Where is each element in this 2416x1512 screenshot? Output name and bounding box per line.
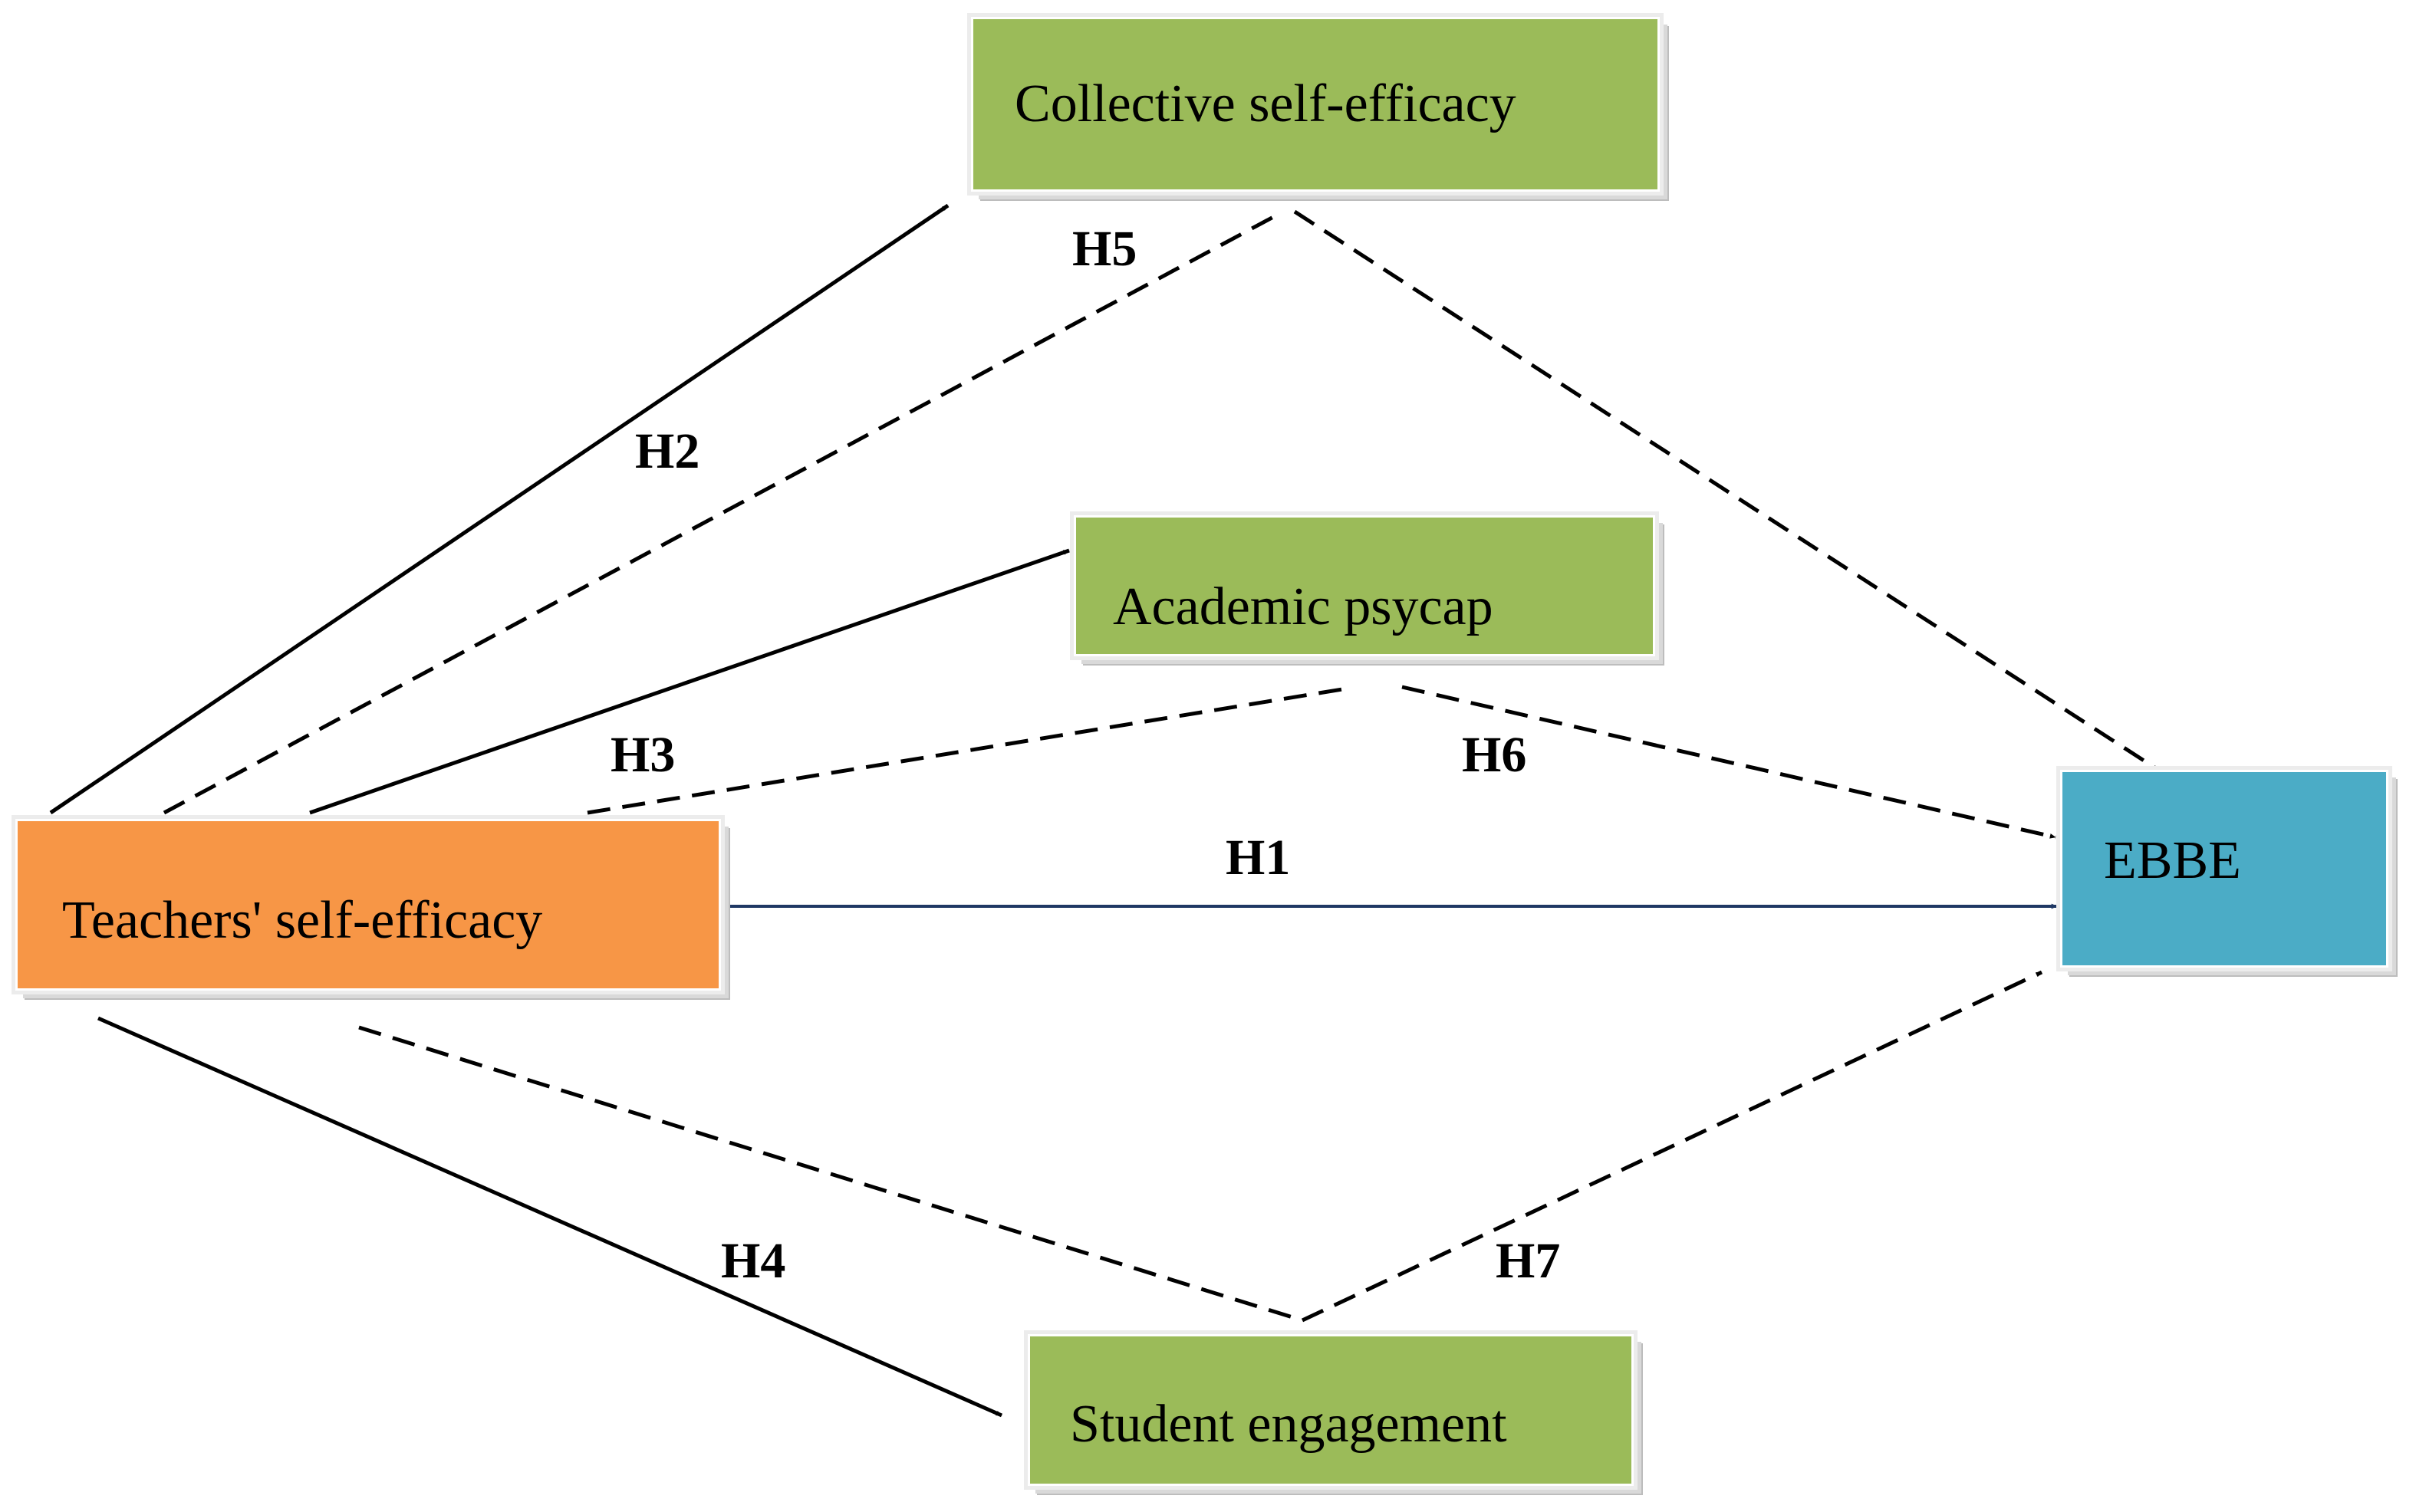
teachers-self-efficacy-box: Teachers' self-efficacy	[15, 819, 721, 991]
h6-dashed-in	[587, 686, 1348, 815]
h3-arrow	[309, 548, 1070, 815]
ebbe-label: EBBE	[2104, 831, 2241, 890]
h1-label: H1	[1226, 830, 1291, 886]
academic-psycap-label: Academic psycap	[1113, 577, 1493, 636]
h5-label: H5	[1072, 221, 1137, 277]
teachers-self-efficacy-label: Teachers' self-efficacy	[62, 891, 543, 950]
h3-label: H3	[611, 727, 676, 783]
h6-dashed-arrow	[1401, 685, 2056, 840]
h5-dashed-arrow	[1293, 209, 2164, 775]
ebbe-box: EBBE	[2060, 770, 2388, 968]
student-engagement-label: Student engagement	[1070, 1395, 1507, 1454]
h4-arrow	[97, 1016, 1003, 1418]
h7-dashed-arrow	[1301, 970, 2043, 1323]
h2-label: H2	[635, 423, 700, 479]
h2-arrow	[49, 203, 950, 815]
h7-dashed-in	[358, 1025, 1303, 1323]
student-engagement-box: Student engagement	[1028, 1334, 1634, 1486]
collective-self-efficacy-box: Collective self-efficacy	[971, 17, 1660, 192]
h4-label: H4	[721, 1233, 786, 1289]
h5-dashed-in	[163, 214, 1276, 815]
h7-label: H7	[1496, 1233, 1561, 1289]
academic-psycap-box: Academic psycap	[1074, 515, 1655, 656]
h6-label: H6	[1462, 727, 1527, 783]
collective-self-efficacy-label: Collective self-efficacy	[1015, 74, 1516, 133]
